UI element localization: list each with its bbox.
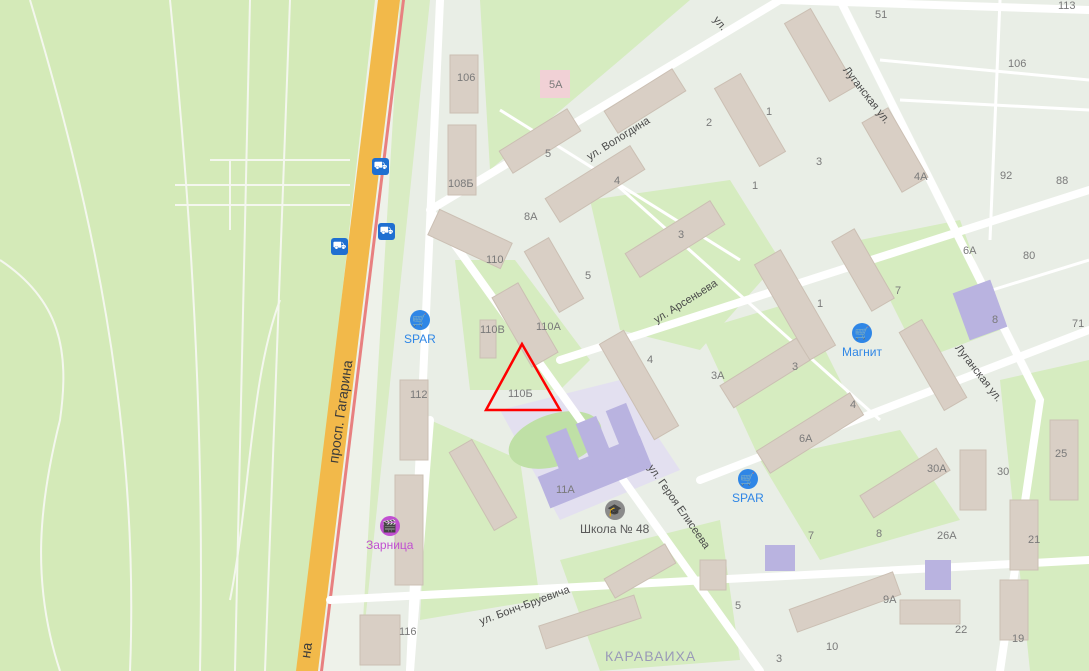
bus-stop-icon[interactable]: ⛟ — [378, 223, 395, 240]
house-number: 8 — [992, 314, 999, 326]
house-number: 4 — [614, 175, 621, 187]
house-number: 112 — [410, 389, 428, 401]
house-number: 71 — [1072, 318, 1085, 330]
house-number: 108Б — [448, 178, 474, 190]
house-number: 92 — [1000, 170, 1013, 182]
street-label-gagarina-bottom: на — [297, 641, 316, 660]
poi-magnit[interactable]: 🛒 Магнит — [842, 323, 882, 359]
house-number: 4А — [914, 171, 928, 183]
poi-label: Магнит — [842, 345, 883, 359]
house-number: 21 — [1028, 534, 1041, 546]
house-number: 19 — [1012, 633, 1025, 645]
house-number: 10 — [826, 641, 839, 653]
shopping-basket-icon: 🛒 — [852, 323, 872, 343]
building-5a — [540, 70, 570, 98]
building-8 — [952, 279, 1008, 341]
house-number: 22 — [955, 624, 968, 636]
house-number: 110Б — [508, 388, 533, 400]
graduation-cap-icon: 🎓 — [604, 500, 625, 520]
house-number: 3 — [816, 156, 823, 168]
house-number: 7 — [808, 530, 815, 542]
house-number: 5 — [585, 270, 592, 282]
house-number: 1 — [766, 106, 773, 118]
house-number: 1 — [752, 180, 759, 192]
house-number: 80 — [1023, 250, 1036, 262]
house-number: 4 — [647, 354, 654, 366]
house-number: 30 — [997, 466, 1010, 478]
house-number: 1 — [817, 298, 824, 310]
school-building — [537, 402, 653, 509]
house-number: 5 — [545, 148, 552, 160]
poi-school[interactable]: 🎓 Школа № 48 — [580, 500, 649, 536]
park-area — [0, 0, 375, 671]
bus-stop-icon[interactable]: ⛟ — [331, 238, 348, 255]
poi-spar-left[interactable]: 🛒 SPAR — [404, 310, 436, 346]
cinema-icon: 🎬 — [379, 516, 400, 536]
poi-label: SPAR — [732, 491, 764, 505]
house-number: 6А — [799, 433, 813, 445]
house-number: 110А — [536, 321, 561, 333]
house-number: 9А — [883, 594, 897, 606]
house-number: 113 — [1058, 0, 1076, 12]
house-number: 106 — [1008, 58, 1027, 70]
poi-label: SPAR — [404, 332, 436, 346]
house-number: 8А — [524, 211, 538, 223]
house-number: 30А — [927, 463, 947, 475]
house-number: 2 — [706, 117, 713, 129]
house-number: 3А — [711, 370, 725, 382]
house-number: 110В — [480, 324, 505, 336]
poi-label: Зарница — [366, 538, 414, 552]
house-number: 3 — [678, 229, 685, 241]
house-number: 7 — [895, 285, 902, 297]
house-number: 8 — [876, 528, 883, 540]
house-number: 6А — [963, 245, 977, 257]
location-marker-triangle — [483, 341, 563, 412]
house-number: 106 — [457, 72, 476, 84]
house-number: 26А — [937, 530, 957, 542]
building-7-purple — [765, 545, 795, 571]
shopping-basket-icon: 🛒 — [737, 469, 758, 489]
house-number: 3 — [776, 653, 783, 665]
bus-stop-icon[interactable]: ⛟ — [372, 158, 389, 175]
shopping-basket-icon: 🛒 — [409, 310, 430, 330]
house-number: 110 — [486, 254, 504, 266]
house-number: 51 — [875, 9, 888, 21]
house-number: 4 — [850, 399, 857, 411]
house-number: 25 — [1055, 448, 1068, 460]
poi-spar-right[interactable]: 🛒 SPAR — [732, 469, 764, 505]
poi-zarnitsa[interactable]: 🎬 Зарница — [366, 516, 413, 552]
house-number: 3 — [792, 361, 799, 373]
building-26a-purple — [925, 560, 951, 590]
house-number: 116 — [399, 626, 417, 638]
house-number: 5А — [549, 79, 563, 91]
district-label: КАРАВАИХА — [605, 648, 697, 664]
house-number: 88 — [1056, 175, 1069, 187]
poi-label: Школа № 48 — [580, 522, 650, 536]
house-number: 5 — [735, 600, 742, 612]
buildings — [359, 7, 1079, 666]
house-number: 11А — [556, 484, 575, 496]
park-paths — [0, 0, 350, 671]
